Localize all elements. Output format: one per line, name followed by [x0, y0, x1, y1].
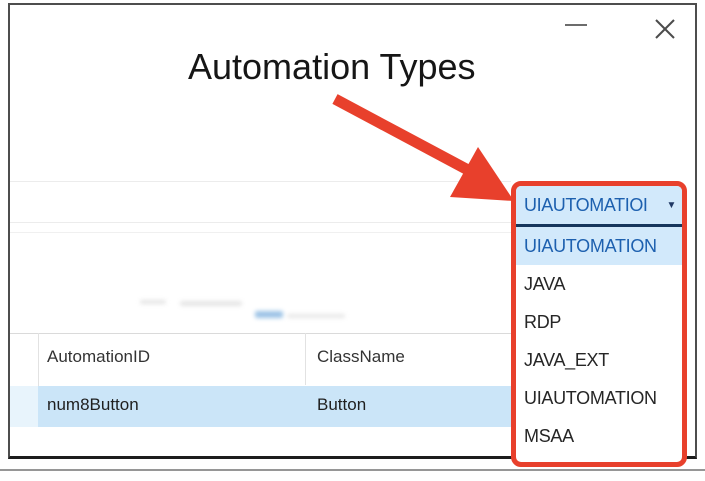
minimize-icon: [565, 24, 587, 26]
dropdown-option-msaa[interactable]: MSAA: [516, 417, 682, 455]
dropdown-option-java[interactable]: JAVA: [516, 265, 682, 303]
minimize-button[interactable]: [562, 16, 590, 34]
blurred-text-smudge: [287, 314, 345, 318]
dropdown-option-rdp[interactable]: RDP: [516, 303, 682, 341]
blurred-text-smudge: [255, 311, 283, 318]
blurred-text-smudge: [140, 300, 166, 304]
combobox-selected-value: UIAUTOMATIOI: [524, 194, 648, 215]
blurred-text-smudge: [180, 301, 242, 306]
column-header-classname[interactable]: ClassName: [317, 347, 405, 366]
dropdown-option-uiautomation[interactable]: UIAUTOMATION: [516, 227, 682, 265]
column-header-automationid[interactable]: AutomationID: [47, 347, 150, 366]
figure-bottom-border: [0, 469, 705, 471]
table-row-selected[interactable]: num8Button Button: [38, 386, 511, 427]
grid-column-divider: [38, 333, 39, 386]
panel-separator-line: [10, 232, 511, 233]
panel-separator-line: [10, 181, 511, 182]
close-icon: [655, 19, 675, 39]
close-button[interactable]: [650, 14, 680, 44]
row-header-cell: [10, 386, 38, 427]
cell-class-name: Button: [317, 395, 367, 414]
panel-separator-line: [10, 222, 511, 223]
cell-automation-id: num8Button: [47, 395, 139, 414]
annotation-title: Automation Types: [188, 46, 476, 87]
combobox-focus-underline: [516, 224, 682, 227]
automation-type-dropdown-highlight-outline: UIAUTOMATIOI ▼ UIAUTOMATION JAVA RDP JAV…: [511, 181, 687, 467]
automation-type-combobox[interactable]: UIAUTOMATIOI ▼: [516, 186, 682, 224]
chevron-down-icon: ▼: [666, 199, 677, 211]
grid-column-divider: [305, 333, 306, 385]
grid-border-top: [10, 333, 511, 334]
dropdown-option-java-ext[interactable]: JAVA_EXT: [516, 341, 682, 379]
dropdown-option-uiautomation-2[interactable]: UIAUTOMATION: [516, 379, 682, 417]
